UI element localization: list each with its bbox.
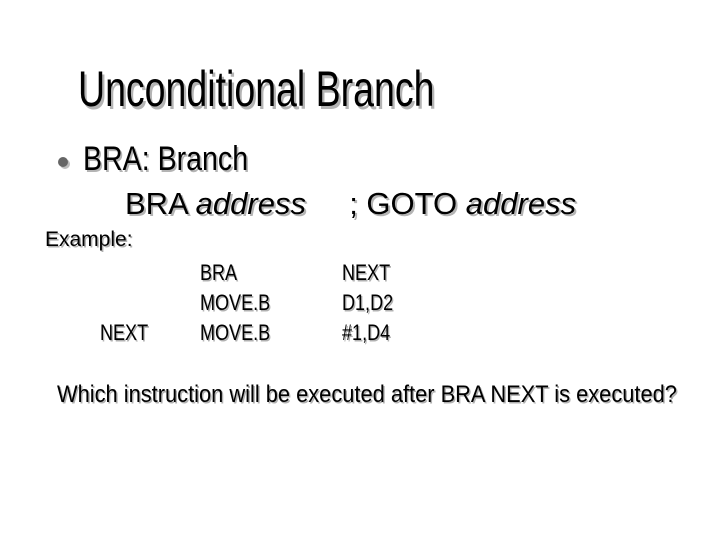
question-text: Which instruction will be executed after… bbox=[57, 383, 720, 407]
code-operand: #1,D4 bbox=[342, 320, 391, 345]
code-operand: NEXT bbox=[342, 260, 391, 285]
code-row: BRA NEXT bbox=[0, 262, 720, 288]
syntax-line: BRA address ; GOTO address bbox=[125, 188, 576, 219]
syntax-comment-operand: address bbox=[465, 186, 577, 221]
code-operand: D1,D2 bbox=[342, 290, 394, 315]
bullet-dot-icon bbox=[58, 157, 68, 167]
code-row: NEXT MOVE.B #1,D4 bbox=[0, 322, 720, 348]
syntax-opcode: BRA bbox=[125, 186, 188, 221]
code-opcode: MOVE.B bbox=[200, 320, 271, 345]
code-label: NEXT bbox=[100, 320, 149, 345]
example-label: Example: bbox=[45, 228, 133, 251]
page-title-text: Unconditional Branch bbox=[78, 61, 435, 117]
code-opcode: MOVE.B bbox=[200, 290, 271, 315]
bullet-item-text: BRA: Branch bbox=[83, 140, 249, 178]
bullet-item: BRA: Branch bbox=[83, 142, 280, 176]
syntax-comment-keyword: ; GOTO bbox=[349, 186, 458, 221]
code-row: MOVE.B D1,D2 bbox=[0, 292, 720, 318]
code-opcode: BRA bbox=[200, 260, 238, 285]
question-text-inner: Which instruction will be executed after… bbox=[57, 381, 677, 408]
page-title: Unconditional Branch bbox=[78, 64, 553, 114]
syntax-operand: address bbox=[195, 186, 306, 221]
